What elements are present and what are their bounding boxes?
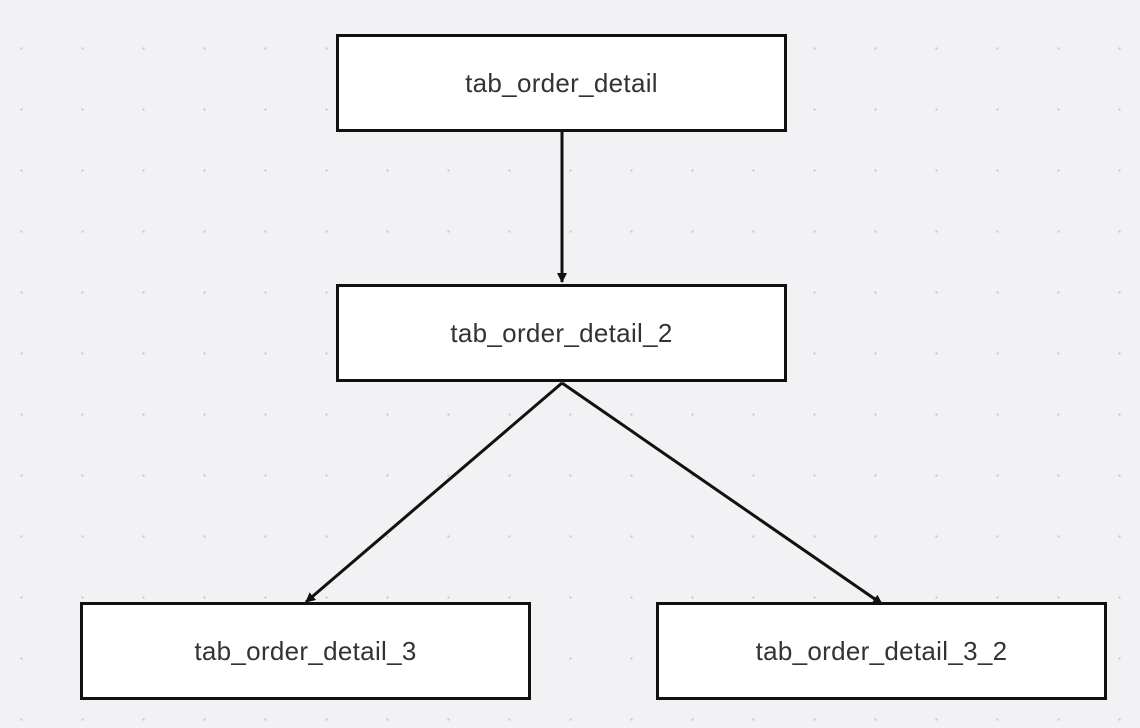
node-tab-order-detail-2[interactable]: tab_order_detail_2 — [336, 284, 787, 382]
edge-b-to-c[interactable] — [305, 381, 563, 604]
node-label: tab_order_detail_2 — [450, 317, 673, 348]
node-label: tab_order_detail_3_2 — [755, 635, 1008, 666]
edge-b-to-d[interactable] — [561, 381, 883, 606]
node-tab-order-detail-3-2[interactable]: tab_order_detail_3_2 — [656, 602, 1107, 700]
node-tab-order-detail[interactable]: tab_order_detail — [336, 34, 787, 132]
node-label: tab_order_detail_3 — [194, 635, 417, 666]
node-label: tab_order_detail — [465, 67, 658, 98]
node-tab-order-detail-3[interactable]: tab_order_detail_3 — [80, 602, 531, 700]
